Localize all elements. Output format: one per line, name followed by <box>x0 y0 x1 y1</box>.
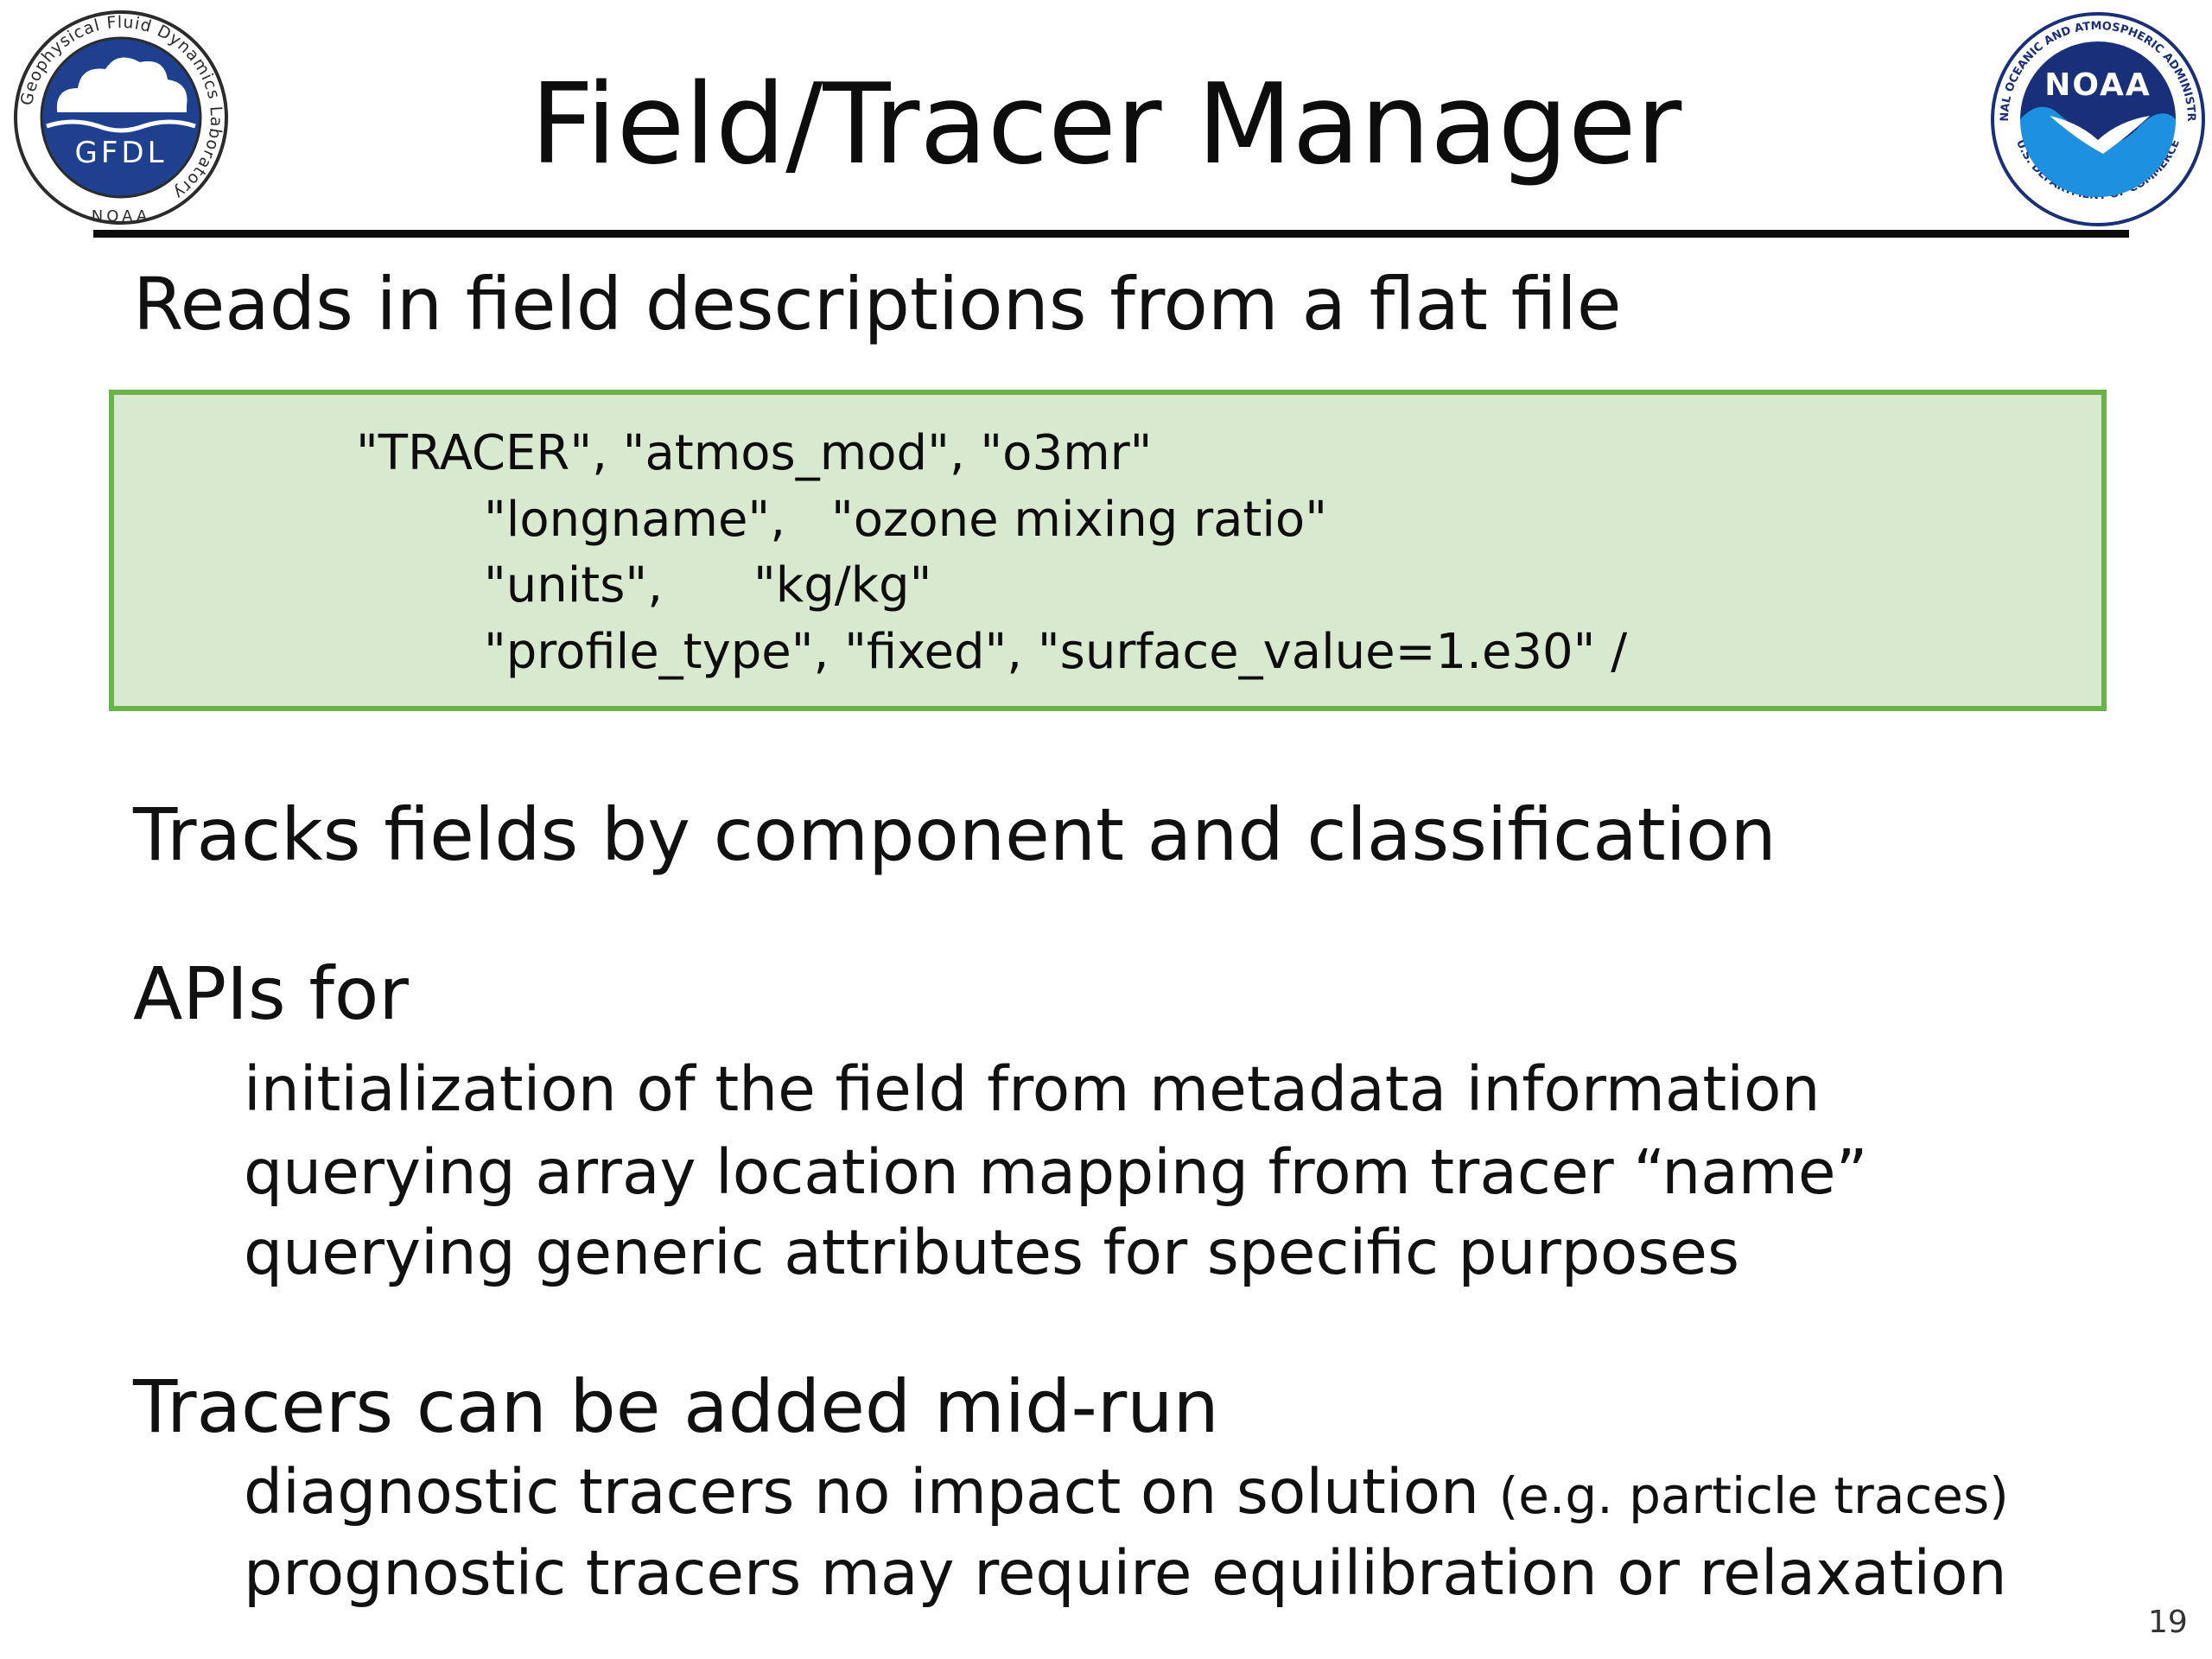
bullet-heading-tracers: Tracers can be added mid-run <box>133 1364 1219 1449</box>
code-line-3-key: "units", <box>484 557 663 613</box>
bullet-item-prognostic: prognostic tracers may require equilibra… <box>244 1537 2007 1609</box>
code-line-2-value: "ozone mixing ratio" <box>831 492 1327 548</box>
bullet-item-querying-mapping: querying array location mapping from tra… <box>244 1136 1868 1208</box>
page-number: 19 <box>2148 1605 2188 1640</box>
code-line-2-key: "longname", <box>484 492 785 548</box>
bullet-item-diagnostic-note: (e.g. particle traces) <box>1498 1466 2009 1525</box>
gfdl-logo: Geophysical Fluid Dynamics Laboratory GF… <box>14 10 228 226</box>
bullet-heading-reads: Reads in field descriptions from a flat … <box>133 262 1622 346</box>
bullet-item-initialization: initialization of the field from metadat… <box>244 1053 1821 1125</box>
code-line-4: "profile_type", "fixed", "surface_value=… <box>484 624 1628 680</box>
bullet-item-diagnostic-text: diagnostic tracers no impact on solution <box>244 1456 1499 1528</box>
code-line-1: "TRACER", "atmos_mod", "o3mr" <box>356 425 1153 481</box>
slide-title: Field/Tracer Manager <box>530 60 1682 189</box>
gfdl-center-text: GFDL <box>74 136 167 170</box>
code-line-3-value: "kg/kg" <box>753 557 932 613</box>
noaa-logo: NATIONAL OCEANIC AND ATMOSPHERIC ADMINIS… <box>1989 10 2205 226</box>
noaa-center-text: NOAA <box>2044 67 2152 103</box>
bullet-item-diagnostic: diagnostic tracers no impact on solution… <box>244 1452 2009 1536</box>
bullet-heading-tracks: Tracks fields by component and classific… <box>133 792 1777 877</box>
title-divider <box>93 230 2129 238</box>
bullet-heading-apis: APIs for <box>133 951 409 1036</box>
bullet-item-querying-attributes: querying generic attributes for specific… <box>244 1217 1739 1288</box>
code-box: "TRACER", "atmos_mod", "o3mr" "longname"… <box>109 390 2107 711</box>
gfdl-bottom-text: NOAA <box>92 207 150 226</box>
